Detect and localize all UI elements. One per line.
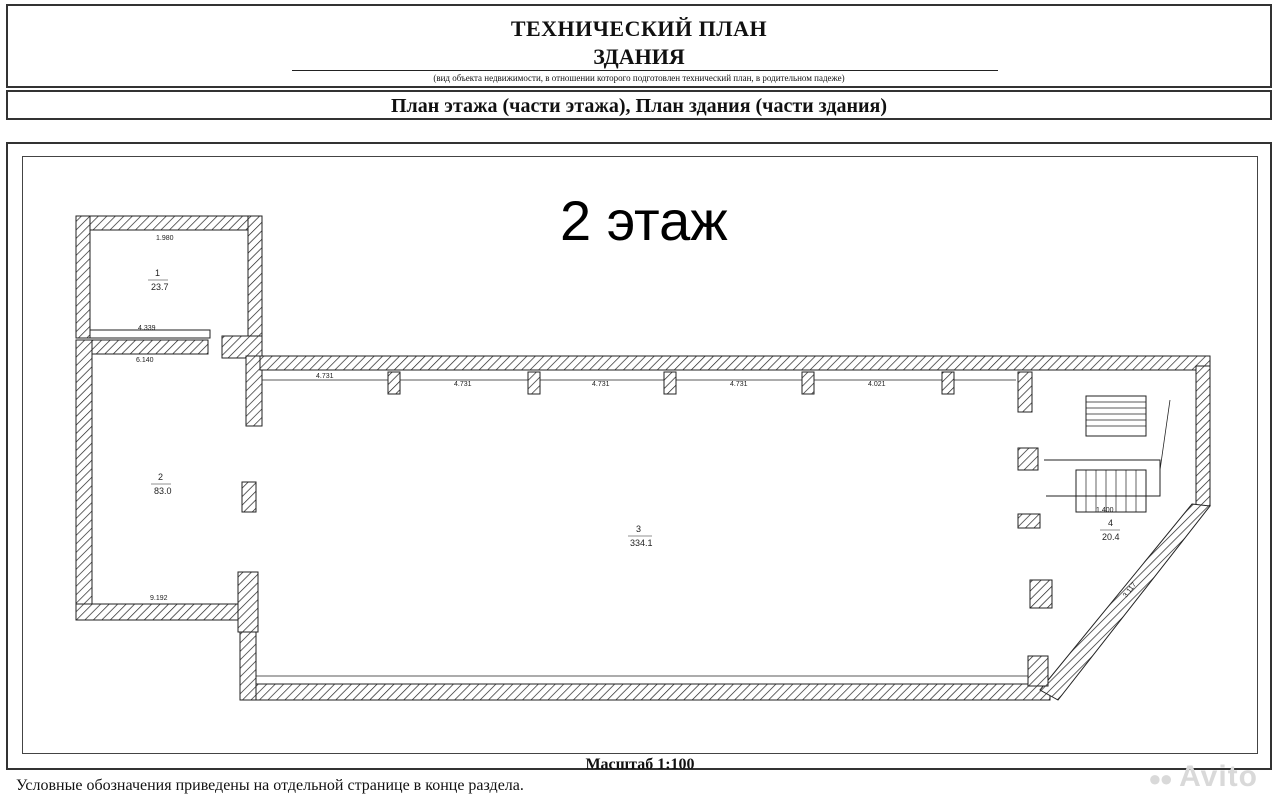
section-title: План этажа (части этажа), План здания (ч… — [391, 95, 887, 117]
dim-label: 4.731 — [592, 381, 610, 388]
room3-area: 334.1 — [630, 538, 653, 548]
room1-area: 23.7 — [151, 282, 169, 292]
dim-label: 4.339 — [138, 325, 156, 332]
dim-label: 4.021 — [868, 381, 886, 388]
room1-walls — [75, 215, 263, 339]
room1-number: 1 — [155, 268, 160, 278]
dim-label: 9.192 — [150, 595, 168, 602]
plan-frame-outer — [6, 142, 1272, 770]
avito-logo-icon: ●● — [1148, 766, 1173, 791]
title-underline — [292, 70, 998, 71]
floor-label: 2 этаж — [560, 189, 728, 252]
room2-number: 2 — [158, 472, 163, 482]
main-hall-walls — [239, 355, 1211, 701]
dim-label: 1.980 — [156, 235, 174, 242]
staircase — [1044, 395, 1171, 513]
columns — [387, 371, 1053, 687]
plan-frame-inner — [22, 156, 1258, 754]
document-title-line1: ТЕХНИЧЕСКИЙ ПЛАН — [510, 16, 768, 41]
room3-number: 3 — [636, 524, 641, 534]
dimension-labels: 1.980 4.339 6.140 4.731 4.731 4.731 4.73… — [136, 235, 1138, 602]
dim-label: 4.731 — [730, 381, 748, 388]
room2-area: 83.0 — [154, 486, 172, 496]
header-box: ТЕХНИЧЕСКИЙ ПЛАН ЗДАНИЯ (вид объекта нед… — [6, 4, 1272, 88]
dim-label: 1.400 — [1096, 507, 1114, 514]
dim-label: 4.731 — [454, 381, 472, 388]
document-title-line2: ЗДАНИЯ — [593, 44, 685, 69]
watermark-text: Avito — [1179, 760, 1258, 793]
room4-number: 4 — [1108, 518, 1113, 528]
dim-label: 6.140 — [136, 357, 154, 364]
room-labels: 1 23.7 2 83.0 3 334.1 4 20.4 — [148, 268, 1120, 548]
room2-walls — [75, 335, 263, 633]
dim-label: 4.731 — [316, 373, 334, 380]
section-box: План этажа (части этажа), План здания (ч… — [6, 90, 1272, 120]
legend-note: Условные обозначения приведены на отдель… — [16, 777, 524, 794]
avito-watermark: ●● Avito — [1148, 760, 1258, 794]
title-subnote: (вид объекта недвижимости, в отношении к… — [433, 73, 845, 83]
scale-label: Масштаб 1:100 — [585, 756, 695, 773]
room4-area: 20.4 — [1102, 532, 1120, 542]
